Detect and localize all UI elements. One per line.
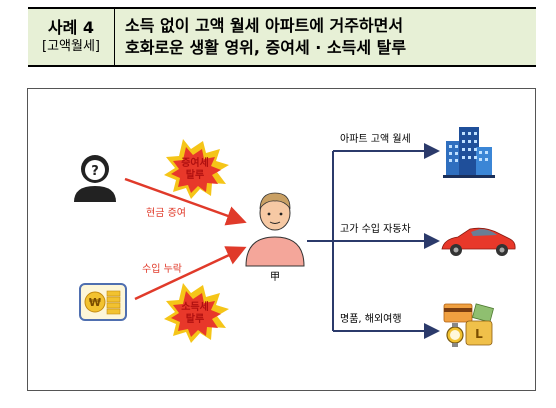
diagram-canvas: ? ₩ 현금 증여 수입 누락 증여세 탈루 소득세 (74, 127, 516, 347)
case-category: [고액월세] (42, 39, 100, 54)
svg-text:?: ? (91, 164, 99, 179)
income-omission-arrow (134, 246, 247, 301)
luxury-goods-icon: L (443, 303, 494, 347)
title-line-1: 소득 없이 고액 월세 아파트에 거주하면서 (125, 16, 404, 35)
gift-tax-evasion-burst: 증여세 탈루 (164, 139, 229, 199)
title-line-2: 호화로운 생활 영위, 증여세 · 소득세 탈루 (125, 38, 407, 57)
burst-top-line2: 탈루 (186, 168, 204, 181)
cash-gift-label: 현금 증여 (146, 207, 186, 219)
anonymous-person-icon: ? (74, 155, 116, 202)
burst-bottom-line1: 소득세 (181, 300, 209, 313)
burst-top-line1: 증여세 (181, 156, 209, 169)
svg-text:₩: ₩ (89, 296, 101, 309)
burst-bottom-line2: 탈루 (186, 312, 204, 325)
right-item-label-3: 명품, 해외여행 (340, 312, 402, 325)
case-title: 소득 없이 고액 월세 아파트에 거주하면서 호화로운 생활 영위, 증여세 ·… (115, 9, 536, 65)
cash-gift-arrow (124, 177, 247, 226)
sports-car-icon (441, 227, 516, 256)
right-item-label-1: 아파트 고액 월세 (340, 133, 411, 145)
person-gap-icon (245, 192, 305, 267)
case-number: 사례 4 (47, 18, 95, 37)
apartment-buildings-icon (443, 127, 495, 178)
income-omission-label: 수입 누락 (142, 262, 182, 275)
svg-text:L: L (475, 327, 483, 341)
right-item-label-2: 고가 수입 자동차 (340, 222, 411, 235)
income-tax-evasion-burst: 소득세 탈루 (164, 283, 229, 343)
case-label-box: 사례 4 [고액월세] (28, 9, 115, 65)
case-header: 사례 4 [고액월세] 소득 없이 고액 월세 아파트에 거주하면서 호화로운 … (28, 7, 536, 67)
spending-branch-arrows (307, 143, 440, 339)
scheme-diagram: ? ₩ 현금 증여 수입 누락 증여세 탈루 소득세 (27, 88, 536, 391)
money-coins-icon: ₩ (79, 283, 127, 321)
person-gap-label: 甲 (270, 272, 280, 283)
